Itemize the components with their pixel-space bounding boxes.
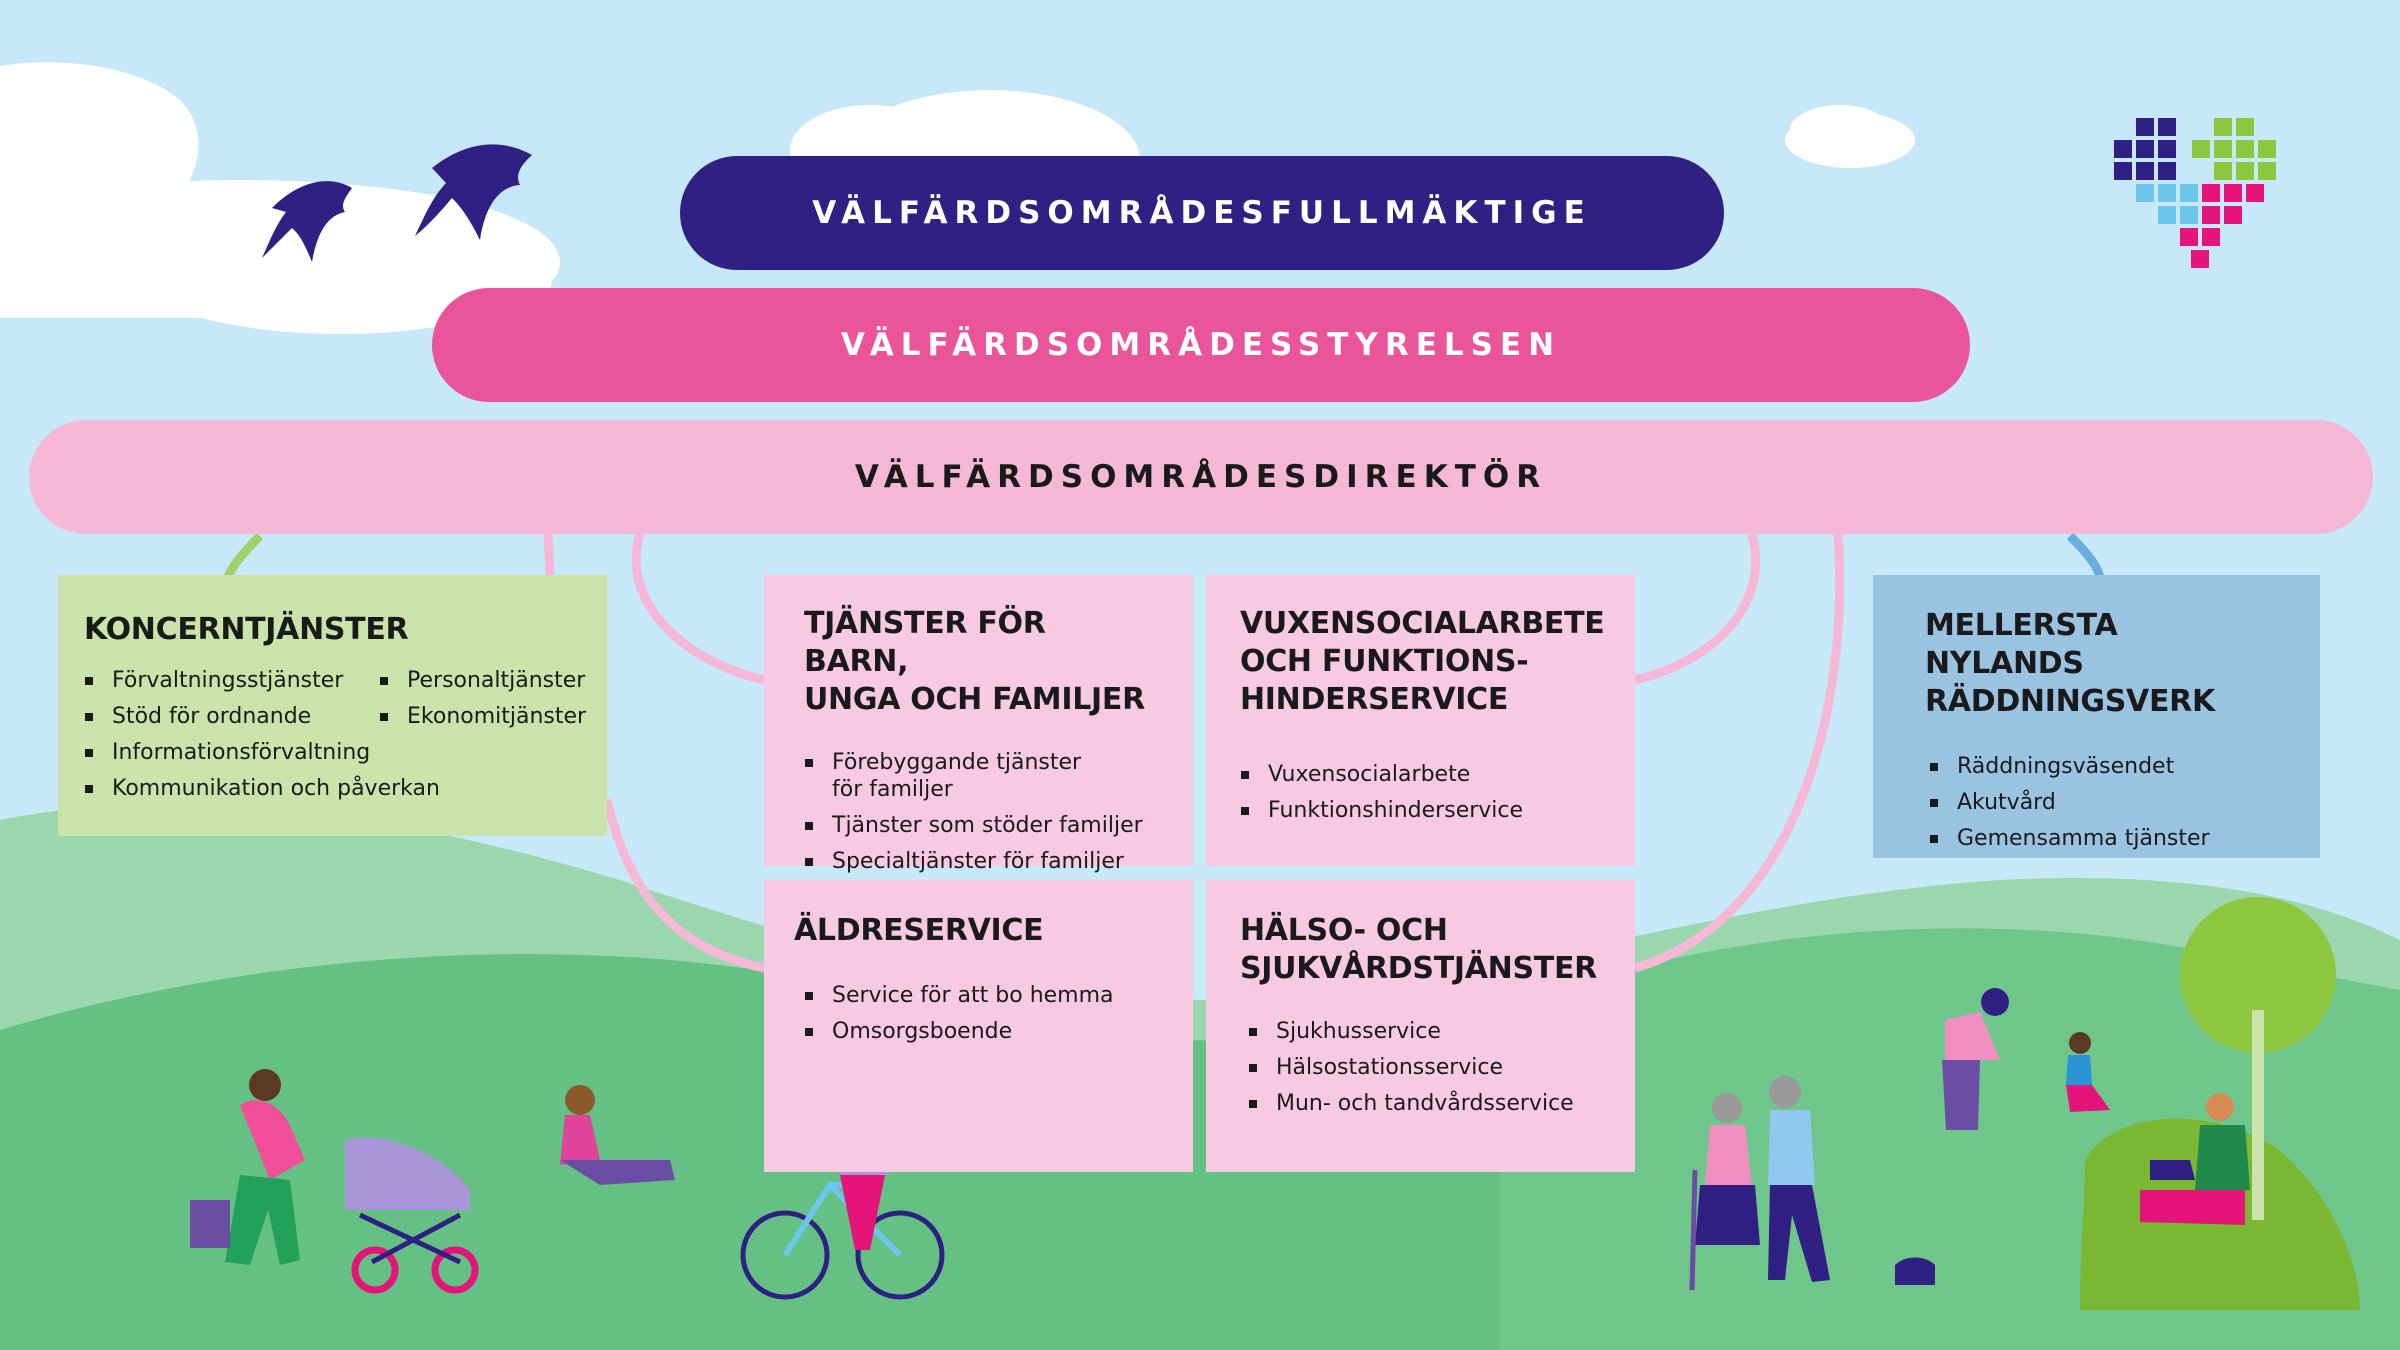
list-item: Funktionshinderservice: [1240, 797, 1601, 824]
title-line: TJÄNSTER FÖR BARN,: [804, 606, 1046, 679]
list-item: Sjukhusservice: [1248, 1018, 1593, 1045]
children-families-title: TJÄNSTER FÖR BARN, UNGA OCH FAMILJER: [804, 605, 1153, 719]
list-item: Specialtjänster för familjer: [804, 848, 1153, 875]
children-families-box: TJÄNSTER FÖR BARN, UNGA OCH FAMILJER För…: [764, 575, 1193, 874]
health-services-list: Sjukhusservice Hälsostationsservice Mun-…: [1248, 1018, 1593, 1117]
elderly-services-box: ÄLDRESERVICE Service för att bo hemma Om…: [764, 880, 1193, 1172]
group-services-title: KONCERNTJÄNSTER: [84, 612, 409, 647]
elderly-couple-illustration: [1689, 1076, 1935, 1291]
title-line: HINDERSERVICE: [1240, 682, 1509, 717]
list-item: Tjänster som stöder familjer: [804, 812, 1153, 839]
list-item: Förvaltningsstjänster: [84, 667, 379, 694]
list-item: Förebyggande tjänster för familjer: [804, 749, 1153, 803]
children-families-list: Förebyggande tjänster för familjer Tjäns…: [804, 749, 1153, 875]
adult-social-work-list: Vuxensocialarbete Funktionshinderservice: [1240, 761, 1601, 824]
connector-arcs: [222, 532, 2105, 973]
rescue-department-box: MELLERSTA NYLANDS RÄDDNINGSVERK Räddning…: [1873, 575, 2320, 858]
list-item: Hälsostationsservice: [1248, 1054, 1593, 1081]
adult-social-work-title: VUXENSOCIALARBETE OCH FUNKTIONS- HINDERS…: [1240, 605, 1605, 719]
title-line: RÄDDNINGSVERK: [1925, 684, 2215, 719]
list-item: Ekonomitjänster: [379, 703, 586, 730]
director-pill: VÄLFÄRDSOMRÅDESDIREKTÖR: [29, 420, 2373, 534]
person-with-laptop-illustration: [2140, 1093, 2250, 1225]
heart-pixel-logo: [2114, 118, 2276, 268]
title-line: HÄLSO- OCH: [1240, 913, 1448, 948]
swallow-icon: [262, 144, 532, 262]
title-line: SJUKVÅRDSTJÄNSTER: [1240, 951, 1597, 986]
group-services-list: Förvaltningsstjänster Personaltjänster S…: [84, 667, 586, 811]
title-line: MELLERSTA NYLANDS: [1925, 608, 2118, 681]
list-item: Mun- och tandvårdsservice: [1248, 1090, 1593, 1117]
list-item: Informationsförvaltning: [84, 739, 579, 766]
list-item: Vuxensocialarbete: [1240, 761, 1601, 788]
list-item: Akutvård: [1929, 789, 2268, 816]
cloud-right: [1785, 105, 1915, 168]
list-item-text: Förebyggande tjänster: [832, 750, 1082, 775]
list-item: Personaltjänster: [379, 667, 585, 694]
list-item: Räddningsväsendet: [1929, 753, 2268, 780]
list-item: Gemensamma tjänster: [1929, 825, 2268, 852]
title-line: OCH FUNKTIONS-: [1240, 644, 1529, 679]
list-item: Stöd för ordnande: [84, 703, 379, 730]
title-line: UNGA OCH FAMILJER: [804, 682, 1145, 717]
health-services-box: HÄLSO- OCH SJUKVÅRDSTJÄNSTER Sjukhusserv…: [1206, 880, 1635, 1172]
rescue-department-list: Räddningsväsendet Akutvård Gemensamma tj…: [1925, 753, 2268, 852]
board-pill: VÄLFÄRDSOMRÅDESSTYRELSEN: [432, 288, 1970, 402]
rescue-department-title: MELLERSTA NYLANDS RÄDDNINGSVERK: [1925, 607, 2268, 721]
sitting-woman-illustration: [560, 1085, 675, 1185]
list-item: Service för att bo hemma: [804, 982, 1163, 1009]
health-services-title: HÄLSO- OCH SJUKVÅRDSTJÄNSTER: [1240, 912, 1597, 988]
elderly-services-list: Service för att bo hemma Omsorgsboende: [794, 982, 1163, 1045]
adult-social-work-box: VUXENSOCIALARBETE OCH FUNKTIONS- HINDERS…: [1206, 575, 1635, 866]
council-pill: VÄLFÄRDSOMRÅDESFULLMÄKTIGE: [680, 156, 1724, 270]
elderly-services-title: ÄLDRESERVICE: [794, 913, 1044, 948]
list-item-text: för familjer: [832, 777, 953, 802]
group-services-box: KONCERNTJÄNSTER Förvaltningsstjänster Pe…: [58, 575, 607, 836]
man-with-stroller-illustration: [190, 1069, 479, 1294]
list-item: Omsorgsboende: [804, 1018, 1163, 1045]
list-item: Kommunikation och påverkan: [84, 775, 579, 802]
title-line: VUXENSOCIALARBETE: [1240, 606, 1605, 641]
adult-child-illustration: [1942, 988, 2110, 1130]
